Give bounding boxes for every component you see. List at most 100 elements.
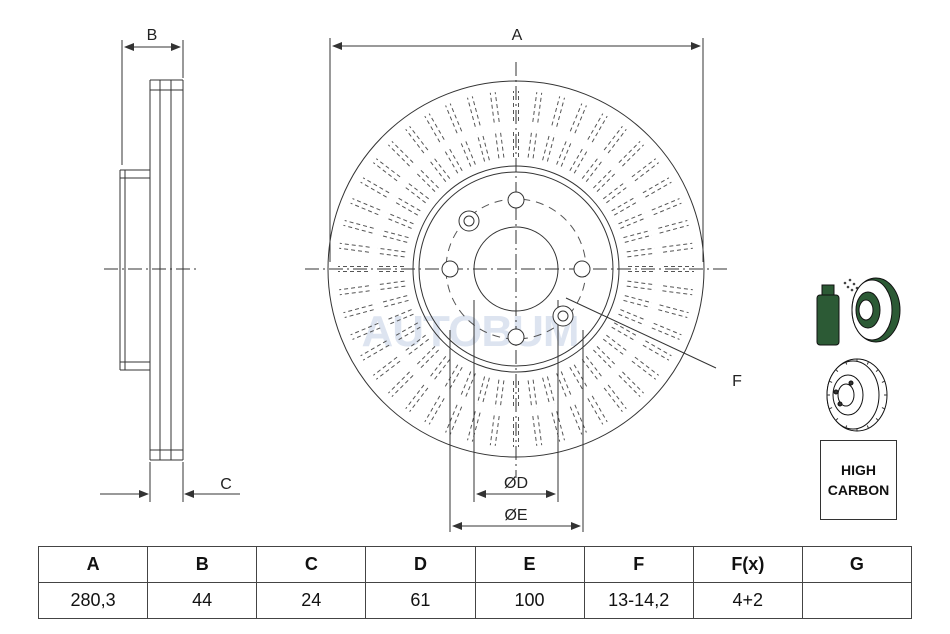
cooling-slot bbox=[645, 181, 672, 198]
cooling-slot bbox=[489, 92, 495, 123]
cooling-slot bbox=[634, 356, 660, 376]
cooling-slot bbox=[622, 371, 644, 394]
cooling-slot bbox=[467, 411, 476, 441]
cooling-slot bbox=[593, 167, 614, 189]
cooling-slot bbox=[622, 144, 644, 167]
cooling-slot bbox=[476, 134, 486, 162]
cooling-slot bbox=[546, 134, 556, 162]
cooling-slot bbox=[618, 313, 645, 326]
cooling-slot bbox=[587, 113, 604, 140]
cooling-slot bbox=[642, 344, 670, 361]
icon-vane bbox=[845, 425, 848, 429]
bolt-hole bbox=[507, 328, 525, 346]
cooling-slot bbox=[591, 115, 608, 143]
cooling-slot bbox=[591, 395, 608, 423]
cooling-slot bbox=[381, 299, 409, 309]
cooling-slot bbox=[574, 105, 587, 134]
cooling-slot bbox=[596, 171, 618, 192]
cooling-slot bbox=[343, 224, 373, 234]
cooling-slot bbox=[618, 141, 641, 163]
cooling-slot bbox=[527, 129, 533, 158]
cooling-slot bbox=[393, 322, 419, 338]
cooling-slot bbox=[432, 156, 451, 179]
cooling-slot bbox=[391, 141, 414, 163]
cooling-slot bbox=[403, 334, 426, 353]
cooling-slots bbox=[338, 91, 694, 447]
cooling-slot bbox=[428, 355, 447, 379]
cooling-slot bbox=[414, 171, 436, 192]
cooling-slot bbox=[494, 379, 500, 408]
cooling-slot bbox=[659, 304, 689, 314]
cooling-slot bbox=[627, 252, 656, 258]
cooling-slot bbox=[499, 380, 505, 409]
bolt-hole bbox=[573, 260, 591, 278]
cooling-slot bbox=[532, 416, 538, 446]
value-cell bbox=[801, 582, 913, 619]
cooling-slot bbox=[388, 371, 410, 394]
watermark: AUTOBUM bbox=[361, 307, 578, 356]
disc-side-view bbox=[100, 40, 240, 502]
cooling-slot bbox=[344, 220, 374, 229]
value-cell: 24 bbox=[256, 582, 367, 619]
header-cell: D bbox=[365, 546, 476, 583]
cooling-slot bbox=[352, 198, 381, 211]
icon-vane bbox=[835, 369, 839, 373]
cooling-slot bbox=[532, 379, 538, 408]
bolt-holes bbox=[441, 191, 591, 346]
cooling-slot bbox=[537, 92, 543, 123]
icon-vane bbox=[866, 361, 869, 365]
header-cell: F bbox=[583, 546, 694, 583]
high-carbon-badge: HIGH CARBON bbox=[820, 440, 897, 520]
cooling-slot bbox=[556, 411, 565, 441]
cooling-slot bbox=[350, 202, 379, 216]
cooling-slot bbox=[653, 322, 682, 336]
cooling-slot bbox=[388, 144, 410, 167]
cooling-slot bbox=[626, 285, 655, 291]
cooling-slot bbox=[391, 375, 414, 397]
cooling-slot bbox=[623, 299, 651, 309]
cooling-slot bbox=[663, 247, 693, 253]
cooling-slot bbox=[406, 338, 430, 357]
bolt-hole bbox=[507, 191, 525, 209]
cooling-slot bbox=[481, 132, 490, 161]
cooling-slot bbox=[653, 202, 682, 216]
cooling-slot bbox=[551, 96, 561, 126]
cooling-slot bbox=[443, 148, 459, 174]
cooling-slot bbox=[385, 309, 412, 321]
cooling-slot bbox=[532, 92, 538, 122]
cooling-slot bbox=[494, 92, 500, 122]
cooling-slot bbox=[569, 103, 583, 132]
cooling-slot bbox=[406, 181, 430, 200]
cooling-slot bbox=[409, 125, 429, 151]
cooling-slot bbox=[611, 196, 637, 212]
cooling-slot bbox=[585, 355, 604, 379]
cooling-slot bbox=[418, 349, 439, 371]
disc-front-view bbox=[305, 38, 728, 532]
cooling-slot bbox=[405, 384, 425, 410]
cooling-slot bbox=[432, 359, 451, 382]
dim-f-label: F bbox=[732, 373, 742, 390]
cooling-slot bbox=[379, 234, 408, 243]
cooling-slot bbox=[569, 406, 583, 435]
cooling-slot bbox=[375, 158, 401, 178]
cooling-slot bbox=[581, 359, 600, 382]
cooling-slot bbox=[645, 340, 672, 357]
cooling-slot bbox=[459, 140, 472, 167]
dimension-table: A B C D E F F(x) G 280,3 44 24 61 100 13… bbox=[37, 546, 913, 619]
cooling-slot bbox=[352, 327, 381, 340]
cooling-slot bbox=[651, 198, 680, 211]
cooling-slot bbox=[447, 146, 463, 172]
cooling-slot bbox=[471, 412, 481, 442]
value-cell: 61 bbox=[365, 582, 476, 619]
icon-vane bbox=[835, 417, 839, 421]
cooling-slot bbox=[624, 295, 653, 304]
cooling-slot bbox=[618, 375, 641, 397]
header-cell: C bbox=[256, 546, 367, 583]
dim-c-label: C bbox=[220, 476, 232, 493]
cooling-slot bbox=[372, 162, 398, 182]
cooling-slot bbox=[627, 280, 656, 286]
cooling-slot bbox=[467, 97, 476, 127]
cooling-slot bbox=[546, 376, 556, 404]
dim-b-label: B bbox=[147, 27, 158, 44]
header-cell: E bbox=[474, 546, 585, 583]
